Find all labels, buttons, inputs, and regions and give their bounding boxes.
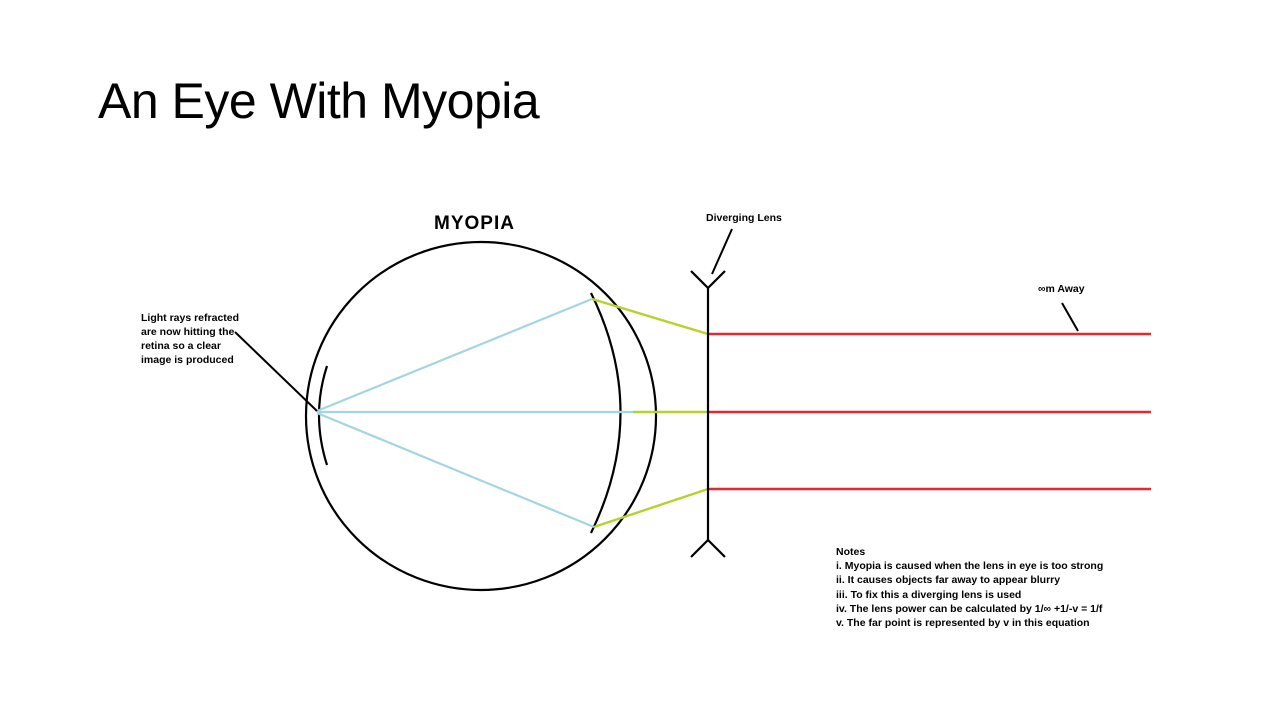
note-item-3: iii. To fix this a diverging lens is use…: [836, 588, 1022, 601]
diagram-heading: MYOPIA: [434, 213, 515, 234]
incoming-rays: [708, 332, 1151, 491]
eye-refracted-rays: [316, 297, 633, 529]
diverging-lens-top-arrow: [690, 270, 726, 290]
lens-refracted-rays: [591, 297, 709, 529]
slide-title: An Eye With Myopia: [98, 73, 540, 129]
eye-ray-top: [316, 297, 593, 413]
retina-note: Light rays refracted are now hitting the…: [141, 312, 240, 366]
note-item-1: i. Myopia is caused when the lens in eye…: [836, 560, 1104, 573]
note-item-5: v. The far point is represented by v in …: [836, 617, 1090, 630]
diverging-lens-bottom-arrow: [690, 538, 726, 558]
eye-ray-bottom: [316, 411, 595, 529]
notes-block: Notes i. Myopia is caused when the lens …: [836, 545, 1103, 630]
notes-heading: Notes: [836, 546, 866, 558]
green-ray-bottom: [593, 487, 709, 529]
retina-arc: [317, 365, 329, 466]
diverging-lens: [690, 270, 726, 558]
note-item-4: iv. The lens power can be calculated by …: [836, 602, 1103, 615]
lens-label-pointer: [711, 228, 733, 275]
note-item-2: ii. It causes objects far away to appear…: [836, 574, 1061, 587]
diverging-lens-label: Diverging Lens: [706, 212, 782, 224]
eyeball-outline: [304, 240, 658, 592]
infinity-distance-label: ∞m Away: [1038, 283, 1085, 295]
infinity-label-pointer: [1061, 302, 1079, 332]
green-ray-top: [591, 297, 709, 336]
retina-note-pointer: [234, 331, 318, 412]
